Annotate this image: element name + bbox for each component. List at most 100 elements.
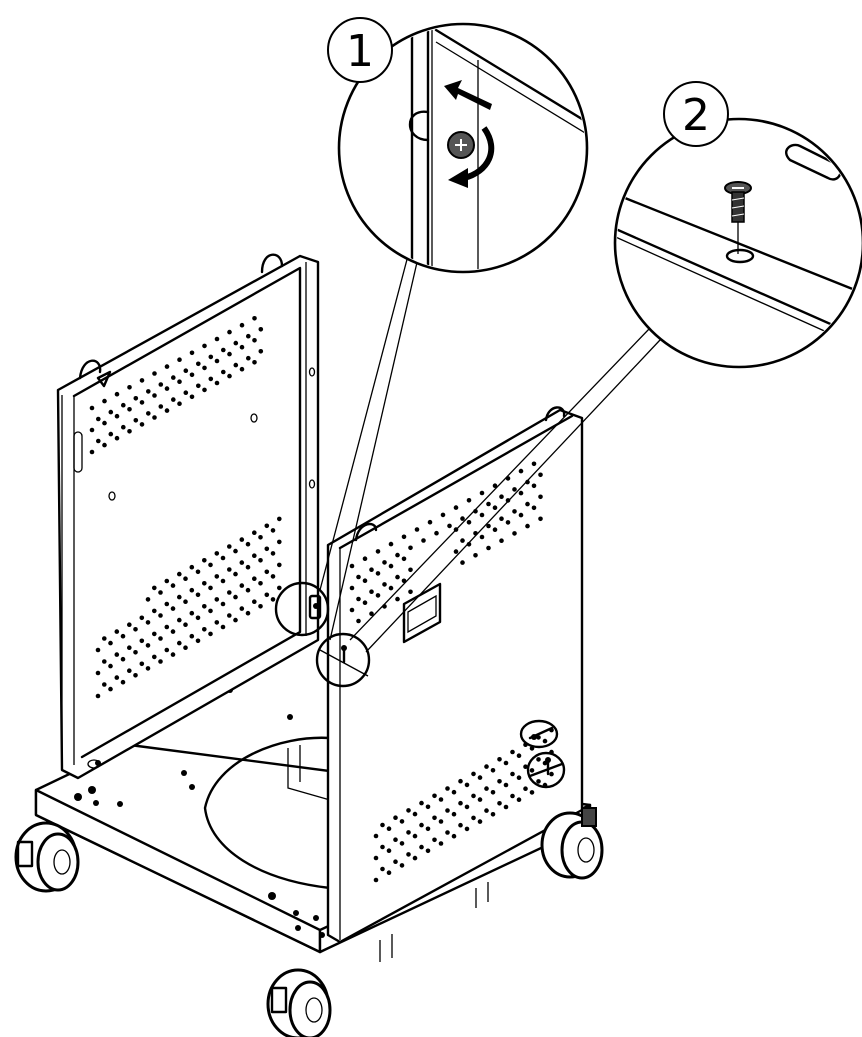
perforation-hole: [406, 830, 411, 835]
perforation-hole: [486, 545, 491, 551]
perforation-hole: [177, 640, 182, 646]
perforation-hole: [395, 596, 400, 602]
perforation-hole: [252, 530, 257, 535]
perforation-hole: [406, 852, 411, 857]
perforation-hole: [270, 528, 276, 533]
perforation-hole: [239, 606, 245, 611]
perforation-hole: [214, 551, 220, 556]
perforation-hole: [208, 354, 214, 360]
perforation-hole: [208, 562, 213, 568]
perforation-hole: [453, 549, 459, 554]
perforation-hole: [146, 389, 151, 394]
perforation-hole: [164, 601, 170, 607]
perforation-hole: [102, 398, 107, 404]
perforation-hole: [412, 811, 418, 817]
perforation-hole: [356, 574, 361, 580]
perforation-hole: [233, 594, 238, 600]
perforation-hole: [531, 505, 537, 511]
perforation-hole: [233, 340, 239, 346]
perforation-hole: [412, 855, 418, 861]
perforation-hole: [102, 636, 107, 641]
perforation-hole: [127, 385, 132, 390]
perforation-hole: [438, 797, 444, 802]
perforation-hole: [479, 512, 485, 518]
perforation-hole: [258, 558, 263, 563]
perforation-hole: [425, 804, 431, 810]
perforation-hole: [270, 597, 276, 602]
perforation-hole: [95, 670, 101, 676]
perforation-hole: [189, 564, 195, 570]
perforation-hole: [202, 365, 207, 371]
screw-icon: [447, 131, 475, 159]
perforation-hole: [158, 613, 163, 618]
perforation-hole: [158, 382, 164, 387]
perforation-hole: [214, 358, 220, 364]
perforation-hole: [401, 534, 407, 540]
perforation-hole: [277, 562, 282, 568]
perforation-hole: [108, 663, 113, 669]
perforation-hole: [531, 461, 537, 467]
perforation-hole: [408, 545, 413, 551]
perforation-hole: [264, 523, 270, 529]
perforation-hole: [145, 643, 151, 648]
callout-2-number: 2: [682, 90, 710, 141]
right-side-panel: [326, 406, 584, 944]
perforation-hole: [158, 590, 163, 595]
perforation-hole: [133, 418, 139, 423]
perforation-hole: [114, 391, 120, 397]
perforation-hole: [490, 768, 496, 773]
perforation-hole: [425, 848, 431, 854]
perforation-hole: [89, 405, 95, 411]
perforation-hole: [177, 357, 182, 363]
perforation-hole: [525, 501, 530, 507]
perforation-hole: [460, 538, 465, 543]
perforation-hole: [145, 620, 151, 625]
perforation-hole: [386, 870, 392, 875]
perforation-hole: [523, 786, 528, 791]
perforation-hole: [464, 782, 470, 788]
perforation-hole: [258, 349, 264, 354]
perforation-hole: [227, 351, 232, 357]
perforation-hole: [145, 597, 151, 602]
perforation-hole: [369, 611, 374, 616]
perforation-hole: [114, 435, 120, 441]
perforation-hole: [233, 362, 239, 368]
perforation-hole: [164, 578, 170, 584]
perforation-hole: [406, 808, 411, 813]
perforation-hole: [258, 535, 263, 540]
perforation-hole: [458, 800, 463, 806]
perforation-hole: [401, 556, 407, 562]
perforation-hole: [264, 546, 270, 552]
perforation-hole: [183, 368, 189, 374]
perforation-hole: [270, 551, 276, 556]
perforation-hole: [538, 516, 543, 522]
screw-icon: [724, 181, 752, 223]
perforation-hole: [146, 411, 151, 416]
perforation-hole: [471, 815, 476, 821]
corner-detail-circle-1: [274, 581, 330, 637]
perforation-hole: [202, 581, 207, 586]
perforation-hole: [139, 661, 145, 667]
perforation-hole: [538, 472, 543, 478]
perforation-hole: [464, 804, 470, 810]
perforation-hole: [252, 553, 257, 558]
perforation-hole: [458, 822, 463, 828]
perforation-hole: [453, 505, 459, 510]
perforation-hole: [393, 815, 398, 820]
perforation-hole: [177, 379, 182, 385]
perforation-hole: [133, 673, 138, 678]
leader-line-2: [349, 327, 651, 641]
perforation-hole: [196, 361, 201, 367]
perforation-hole: [486, 523, 491, 529]
perforation-hole: [542, 738, 548, 744]
perforation-hole: [451, 789, 457, 795]
perforation-hole: [512, 487, 517, 492]
perforation-hole: [133, 650, 138, 655]
perforation-hole: [95, 647, 101, 653]
perforation-hole: [95, 693, 101, 699]
perforation-hole: [382, 582, 387, 587]
perforation-hole: [505, 520, 511, 525]
perforation-hole: [503, 782, 509, 788]
zoom-detail-2: 2: [613, 81, 862, 369]
perforation-hole: [152, 415, 157, 420]
